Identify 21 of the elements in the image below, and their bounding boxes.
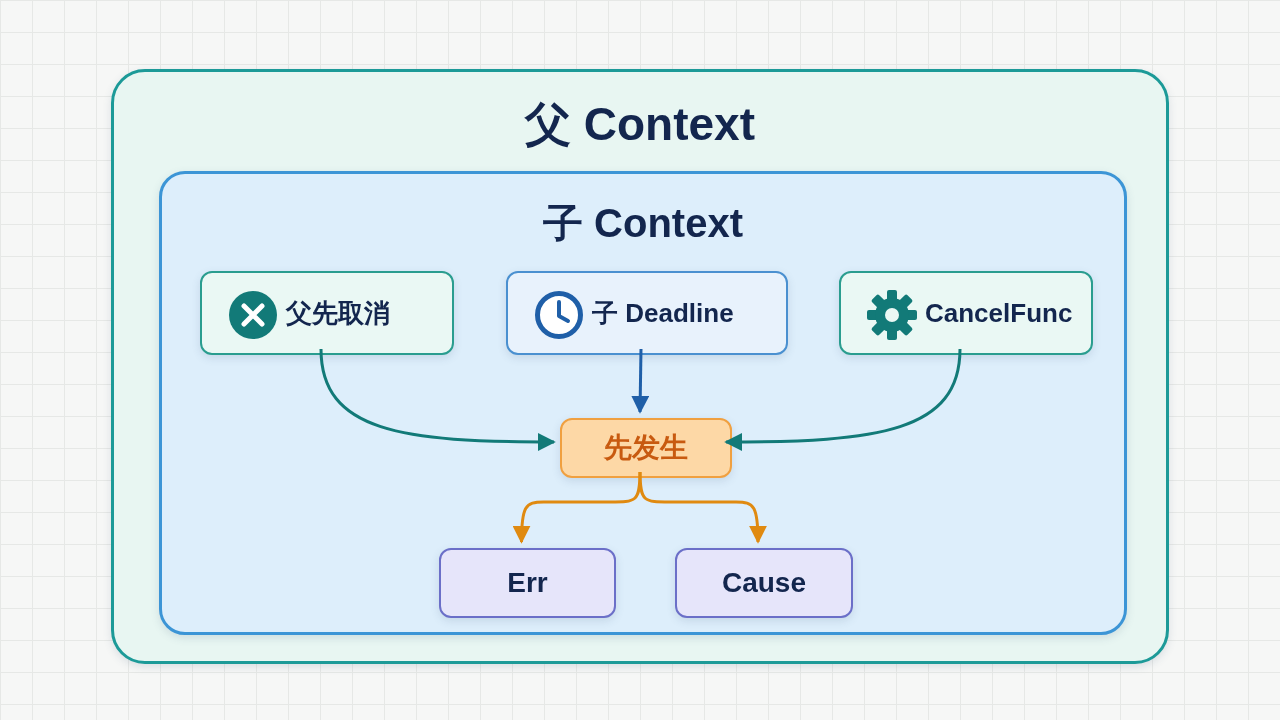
result-box xyxy=(560,418,732,478)
arrow xyxy=(512,471,642,544)
arrow xyxy=(319,348,556,451)
process-box xyxy=(506,271,788,355)
outer-context-box xyxy=(111,69,1169,664)
context-title: 子 Context xyxy=(543,200,743,247)
arrow xyxy=(724,348,962,451)
process-box xyxy=(839,271,1093,355)
box-label: 先发生 xyxy=(604,431,688,465)
process-box xyxy=(200,271,454,355)
box-label: CancelFunc xyxy=(925,297,1073,329)
box-label: Err xyxy=(507,567,548,599)
box-label: 子 Deadline xyxy=(592,296,734,330)
box-label: 父先取消 xyxy=(286,296,390,330)
output-box xyxy=(675,548,853,618)
arrow xyxy=(631,348,650,414)
output-box xyxy=(439,548,616,618)
inner-context-box xyxy=(159,171,1127,635)
box-label: Cause xyxy=(722,567,806,599)
arrow xyxy=(638,471,767,544)
context-title: 父 Context xyxy=(525,97,755,152)
